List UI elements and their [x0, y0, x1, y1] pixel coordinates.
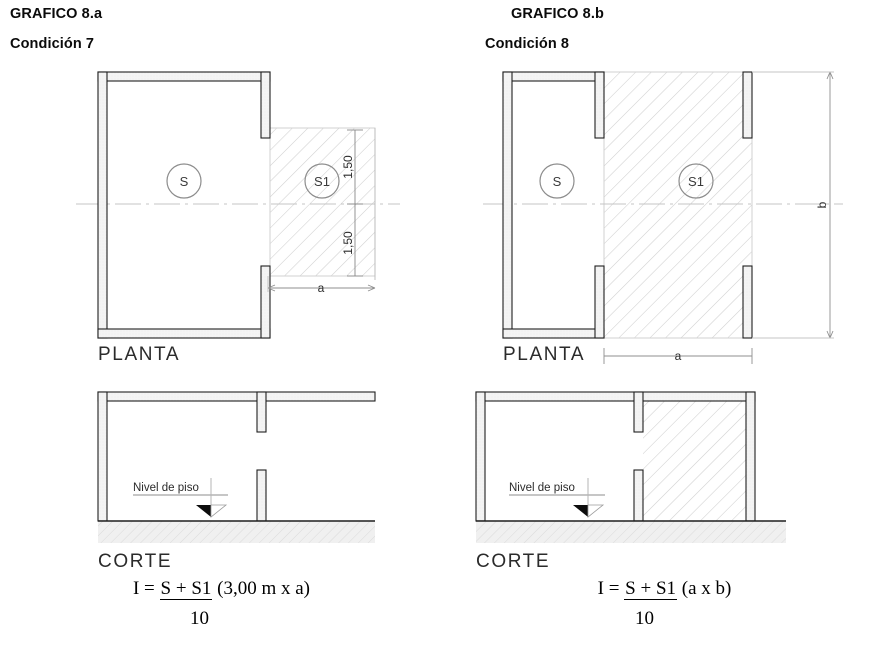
right-section-ground	[476, 520, 786, 543]
right-formula-line1: I = S + S1 (a x b)	[443, 578, 886, 600]
diagram-panel-right: GRAFICO 8.b Condición 8	[443, 0, 886, 654]
left-drawing: S S1 1,50 1,50 a PLANTA	[76, 71, 400, 572]
left-plan-dim-top: 1,50	[341, 155, 355, 179]
left-section-ground	[98, 520, 375, 543]
diagram-panel-left: GRAFICO 8.a Condición 7	[0, 6, 443, 629]
left-formula-trailing: (3,00 m x a)	[217, 578, 311, 599]
right-plan-hatch-area	[603, 71, 753, 339]
right-plan-room-marker: S	[539, 163, 575, 199]
left-plan-dim-a: a	[318, 281, 325, 295]
left-condition-title: Condición 7	[10, 36, 95, 52]
left-graphic-title: GRAFICO 8.a	[10, 6, 103, 22]
left-plan-extra-marker: S1	[304, 163, 340, 199]
left-plan-room-marker: S	[166, 163, 202, 199]
right-formula-trailing: (a x b)	[681, 578, 732, 599]
left-section-level-marker	[133, 478, 228, 518]
right-section-hatch-area	[643, 401, 746, 521]
left-plan-vertical-dimension	[347, 128, 376, 280]
right-section-level-label: Nivel de piso	[509, 482, 575, 494]
right-plan-horizontal-dimension	[603, 348, 753, 364]
left-plan-hatch-area	[269, 127, 376, 277]
left-plan-extra-label: S1	[314, 174, 330, 189]
right-condition-title: Condición 8	[485, 36, 570, 52]
left-formula-numerator: S + S1	[159, 578, 213, 600]
left-section-walls	[97, 391, 376, 522]
right-graphic-title: GRAFICO 8.b	[511, 6, 604, 22]
left-plan-dim-bottom: 1,50	[341, 231, 355, 255]
left-section-caption: CORTE	[98, 551, 172, 572]
right-plan-walls	[502, 71, 753, 339]
left-formula-lead: I =	[132, 578, 155, 599]
right-plan-extra-label: S1	[688, 174, 704, 189]
right-formula-denominator: 10	[635, 608, 654, 629]
right-plan-dim-b: b	[815, 201, 829, 208]
right-plan-extra-marker: S1	[678, 163, 714, 199]
left-section-level-label: Nivel de piso	[133, 482, 199, 494]
left-formula-line1: I = S + S1 (3,00 m x a)	[0, 578, 443, 600]
left-plan-horizontal-dimension	[267, 276, 376, 292]
left-plan-room-label: S	[180, 174, 189, 189]
right-section-level-marker	[509, 478, 605, 518]
left-plan-caption: PLANTA	[98, 344, 180, 365]
right-plan-caption: PLANTA	[503, 344, 585, 365]
right-plan-vertical-dimension	[752, 71, 834, 339]
right-plan-room-label: S	[553, 174, 562, 189]
left-formula-denominator: 10	[190, 608, 209, 629]
right-plan-dim-a: a	[675, 349, 682, 363]
right-drawing: S S1 b a PLANTA	[475, 71, 843, 572]
right-formula-lead: I =	[597, 578, 620, 599]
right-formula-fraction: S + S1	[624, 578, 678, 600]
left-plan-walls	[97, 71, 271, 339]
right-section-walls	[475, 391, 756, 522]
right-formula-numerator: S + S1	[624, 578, 678, 600]
right-section-caption: CORTE	[476, 551, 550, 572]
left-formula-fraction: S + S1	[159, 578, 213, 600]
